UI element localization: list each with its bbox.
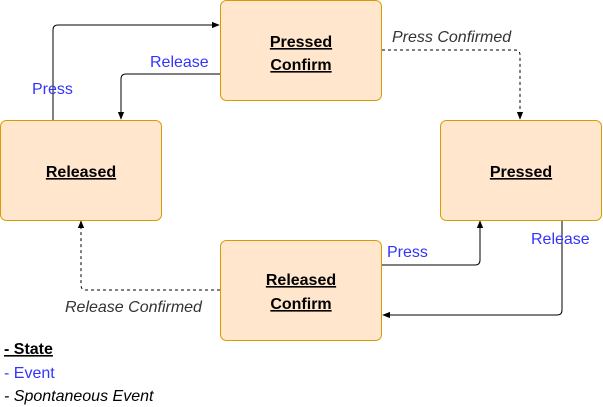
legend-event: - Event — [4, 365, 55, 382]
state-released-confirm-line1: Released — [266, 272, 336, 289]
edge-release-to-released-confirm — [382, 220, 563, 319]
state-pressed: Pressed — [440, 120, 602, 221]
state-released-label: Released — [46, 164, 116, 181]
state-pressed-confirm-line2: Confirm — [270, 57, 331, 74]
state-released-confirm-line2: Confirm — [270, 296, 331, 313]
event-label-release-right: Release — [531, 231, 590, 248]
edge-press-confirmed — [382, 49, 524, 120]
legend-state: - State — [4, 341, 53, 358]
spont-label-release-confirmed: Release Confirmed — [65, 299, 203, 316]
state-released-confirm: Released Confirm — [220, 240, 382, 341]
spont-label-press-confirmed: Press Confirmed — [392, 29, 512, 46]
state-pressed-confirm: Pressed Confirm — [220, 0, 382, 101]
event-label-release-top: Release — [150, 54, 209, 71]
event-label-press-bottom: Press — [387, 244, 428, 261]
edge-press-to-pressed-confirm — [52, 21, 220, 120]
state-pressed-label: Pressed — [490, 164, 552, 181]
legend-spontaneous: - Spontaneous Event — [4, 388, 154, 405]
edge-release-to-released — [117, 73, 220, 120]
state-pressed-confirm-line1: Pressed — [270, 34, 332, 51]
edge-press-to-pressed — [382, 220, 484, 266]
state-released: Released — [0, 120, 162, 221]
event-label-press-top: Press — [32, 81, 73, 98]
legend: - State - Event - Spontaneous Event — [4, 341, 154, 405]
edge-release-confirmed — [77, 220, 220, 291]
